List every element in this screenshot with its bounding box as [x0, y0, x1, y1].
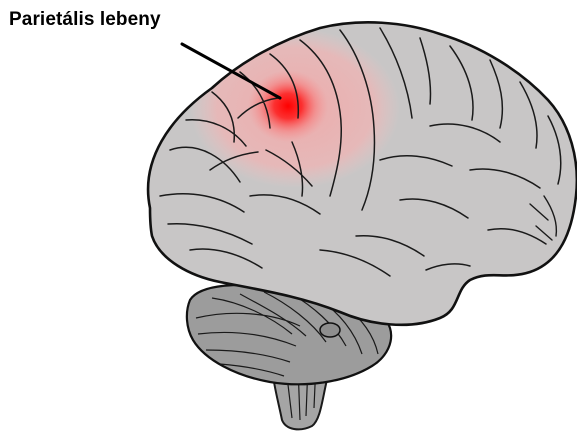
parietal-lobe-label: Parietális lebeny: [9, 9, 161, 31]
parietal-lobe-highlight: [190, 28, 400, 188]
cerebral-cortex: [148, 22, 577, 324]
